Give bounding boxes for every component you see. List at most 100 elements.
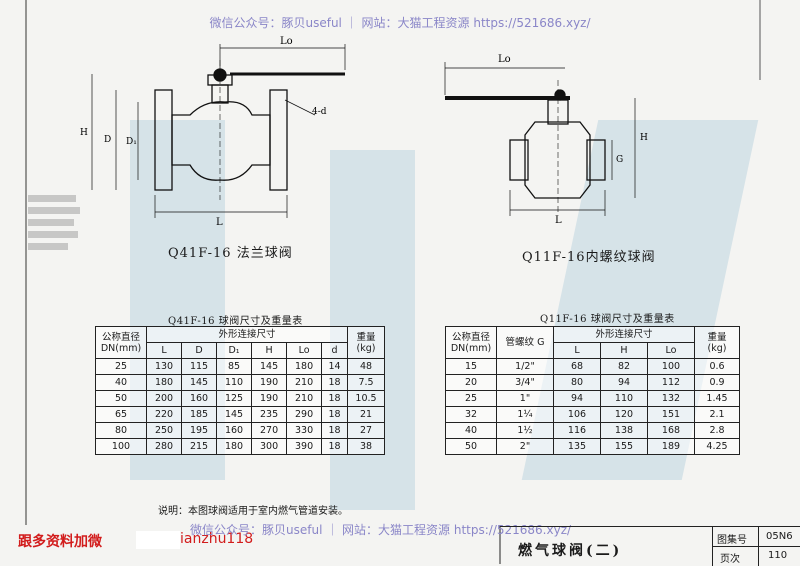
dim-holes: 4-d	[312, 107, 327, 117]
table-title-right: Q11F-16 球阀尺寸及重量表	[540, 314, 675, 325]
column-header: H	[600, 342, 648, 359]
table-cell: 15	[445, 358, 497, 375]
table-cell: 18	[321, 390, 348, 407]
table-cell: 210	[286, 390, 323, 407]
table-cell: 110	[216, 374, 253, 391]
table-title-left: Q41F-16 球阀尺寸及重量表	[168, 316, 303, 327]
table-cell: 27	[347, 422, 385, 439]
table-cell: 40	[445, 422, 497, 439]
table-cell: 100	[647, 358, 695, 375]
table-cell: 80	[95, 422, 147, 439]
table-cell: 125	[216, 390, 253, 407]
table-cell: 82	[600, 358, 648, 375]
column-header: L	[553, 342, 601, 359]
dim-d1: D₁	[126, 137, 137, 147]
column-header: D	[181, 342, 218, 359]
table-cell: 2.8	[694, 422, 740, 439]
dim-l: L	[216, 217, 223, 225]
column-header: H	[251, 342, 288, 359]
drawing-title: 燃气球阀(二)	[518, 543, 623, 559]
column-header: d	[321, 342, 348, 359]
table-cell: 2"	[496, 438, 554, 455]
header-dn: 公称直径 DN(mm)	[95, 326, 147, 359]
table-cell: 18	[321, 422, 348, 439]
table-cell: 190	[251, 390, 288, 407]
table-cell: 85	[216, 358, 253, 375]
table-cell: 20	[445, 374, 497, 391]
table-cell: 290	[286, 406, 323, 423]
header-weight: 重量 (kg)	[694, 326, 740, 359]
table-cell: 18	[321, 406, 348, 423]
table-cell: 390	[286, 438, 323, 455]
table-cell: 115	[181, 358, 218, 375]
table-cell: 1½	[496, 422, 554, 439]
table-cell: 7.5	[347, 374, 385, 391]
title-block: 燃气球阀(二) 图集号 05N6 页次 110	[500, 526, 800, 566]
table-cell: 0.9	[694, 374, 740, 391]
dim-h: H	[640, 133, 648, 143]
dim-lo: Lo	[280, 36, 293, 47]
table-cell: 1/2"	[496, 358, 554, 375]
table-cell: 189	[647, 438, 695, 455]
table-cell: 38	[347, 438, 385, 455]
table-cell: 132	[647, 390, 695, 407]
header-weight: 重量 (kg)	[347, 326, 385, 359]
installation-note: 说明：本图球阀适用于室内燃气管道安装。	[158, 506, 348, 517]
header-dn: 公称直径 DN(mm)	[445, 326, 497, 359]
table-cell: 160	[216, 422, 253, 439]
table-cell: 100	[95, 438, 147, 455]
atlas-label: 图集号	[717, 535, 747, 546]
table-cell: 110	[600, 390, 648, 407]
dim-d: D	[104, 135, 111, 145]
table-cell: 116	[553, 422, 601, 439]
table-cell: 168	[647, 422, 695, 439]
table-cell: 185	[181, 406, 218, 423]
caption-threaded-valve: Q11F-16内螺纹球阀	[522, 250, 656, 265]
table-cell: 300	[251, 438, 288, 455]
table-cell: 65	[95, 406, 147, 423]
threaded-ball-valve-drawing: Lo L H G	[444, 54, 648, 225]
table-cell: 21	[347, 406, 385, 423]
table-cell: 80	[553, 374, 601, 391]
table-cell: 120	[600, 406, 648, 423]
dim-lo: Lo	[498, 54, 511, 65]
table-cell: 145	[251, 358, 288, 375]
table-cell: 4.25	[694, 438, 740, 455]
table-cell: 1"	[496, 390, 554, 407]
table-cell: 180	[145, 374, 183, 391]
table-cell: 94	[600, 374, 648, 391]
table-cell: 160	[181, 390, 218, 407]
table-cell: 50	[95, 390, 147, 407]
table-cell: 3/4"	[496, 374, 554, 391]
table-cell: 50	[445, 438, 497, 455]
page-label: 页次	[720, 554, 740, 565]
table-cell: 270	[251, 422, 288, 439]
table-cell: 1¼	[496, 406, 554, 423]
table-cell: 195	[181, 422, 218, 439]
table-cell: 215	[181, 438, 218, 455]
table-cell: 40	[95, 374, 147, 391]
dim-g: G	[616, 155, 623, 165]
table-cell: 330	[286, 422, 323, 439]
page-value: 110	[768, 550, 788, 561]
flanged-ball-valve-drawing: Lo L H D D₁ 4-d	[80, 36, 346, 225]
margin-stamp-marks	[28, 195, 80, 250]
dim-h: H	[80, 128, 88, 138]
watermark-bottom: 微信公众号：豚贝useful ｜ 网站：大猫工程资源 https://52168…	[190, 523, 572, 537]
table-cell: 0.6	[694, 358, 740, 375]
column-header: Lo	[286, 342, 323, 359]
atlas-value: 05N6	[766, 531, 793, 542]
